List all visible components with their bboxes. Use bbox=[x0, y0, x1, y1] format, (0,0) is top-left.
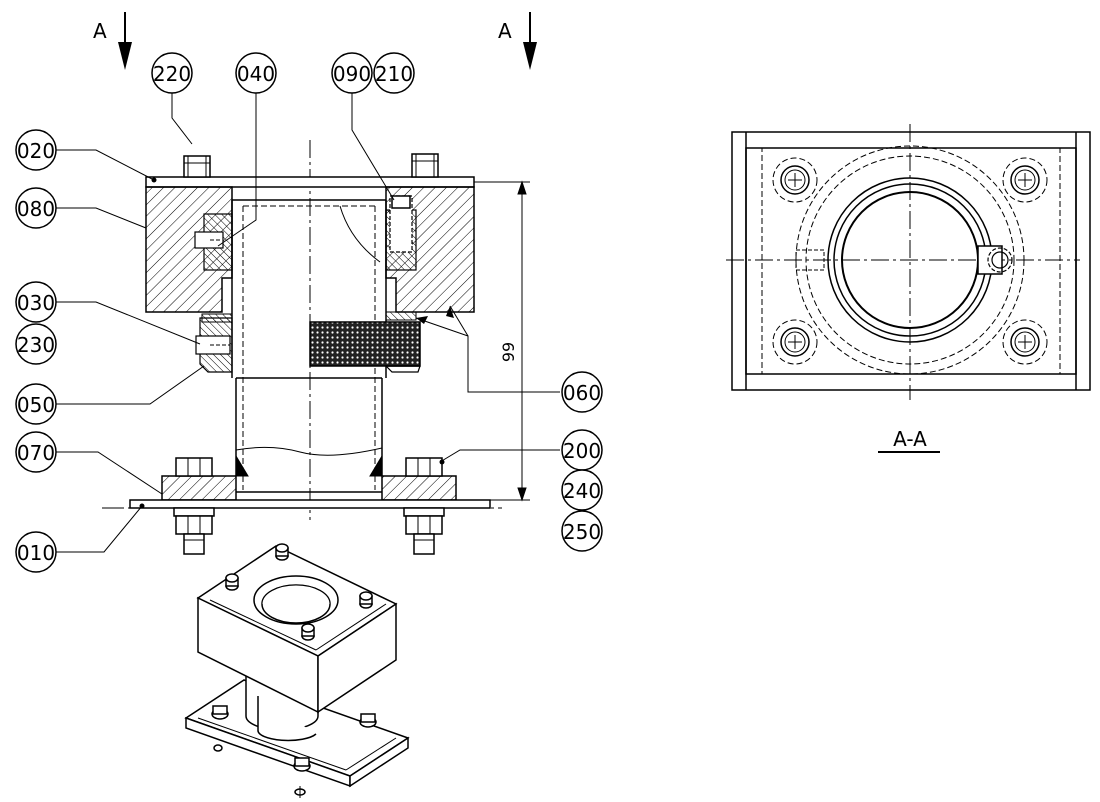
section-title: A-A bbox=[893, 427, 927, 451]
hex-bolt-right bbox=[403, 457, 445, 555]
balloon-label: 080 bbox=[17, 197, 55, 221]
section-arrow-left: A bbox=[93, 12, 132, 70]
balloon-060: 060 bbox=[561, 371, 603, 413]
balloon-200: 200 bbox=[561, 429, 603, 471]
balloon-label: 050 bbox=[17, 393, 55, 417]
balloon-080: 080 bbox=[15, 187, 57, 229]
isometric-view bbox=[184, 543, 410, 798]
section-a-a-view bbox=[726, 124, 1091, 400]
flange-left bbox=[161, 475, 237, 501]
balloon-label: 040 bbox=[237, 62, 275, 86]
knurled-ring bbox=[309, 321, 421, 367]
balloon-label: 070 bbox=[17, 441, 55, 465]
balloon-label: 020 bbox=[17, 139, 55, 163]
balloon-250: 250 bbox=[561, 510, 603, 552]
bolt-090 bbox=[389, 195, 413, 253]
balloon-label: 250 bbox=[563, 520, 601, 544]
height-dimension bbox=[456, 180, 530, 502]
balloon-010: 010 bbox=[15, 531, 57, 573]
balloon-label: 030 bbox=[17, 291, 55, 315]
balloon-030: 030 bbox=[15, 281, 57, 323]
balloon-020: 020 bbox=[15, 129, 57, 171]
top-stud-left bbox=[183, 155, 211, 178]
balloon-220: 220 bbox=[151, 52, 193, 94]
balloon-label: 220 bbox=[153, 62, 191, 86]
hex-bolt-left bbox=[173, 457, 215, 555]
top-stud-right bbox=[411, 153, 439, 178]
setscrew-left bbox=[194, 231, 224, 249]
balloon-210: 210 bbox=[373, 52, 415, 94]
base-plate bbox=[129, 499, 491, 509]
balloon-label: 230 bbox=[17, 333, 55, 357]
balloon-label: 200 bbox=[563, 439, 601, 463]
top-plate bbox=[145, 176, 475, 188]
front-section-view bbox=[102, 140, 530, 555]
section-mark-label: A bbox=[93, 19, 107, 43]
leader-dots bbox=[139, 177, 454, 509]
balloon-label: 240 bbox=[563, 479, 601, 503]
balloon-090: 090 bbox=[331, 52, 373, 94]
balloon-070: 070 bbox=[15, 431, 57, 473]
leader-lines bbox=[56, 92, 560, 553]
balloon-label: 060 bbox=[563, 381, 601, 405]
balloon-230: 230 bbox=[15, 323, 57, 365]
section-arrow-right: A bbox=[498, 12, 537, 70]
balloon-040: 040 bbox=[235, 52, 277, 94]
flange-right bbox=[381, 475, 457, 501]
balloon-label: 010 bbox=[17, 541, 55, 565]
dimension-value: 99 bbox=[499, 342, 518, 362]
balloon-label: 210 bbox=[375, 62, 413, 86]
balloon-240: 240 bbox=[561, 469, 603, 511]
balloon-050: 050 bbox=[15, 383, 57, 425]
section-mark-label: A bbox=[498, 19, 512, 43]
balloon-label: 090 bbox=[333, 62, 371, 86]
